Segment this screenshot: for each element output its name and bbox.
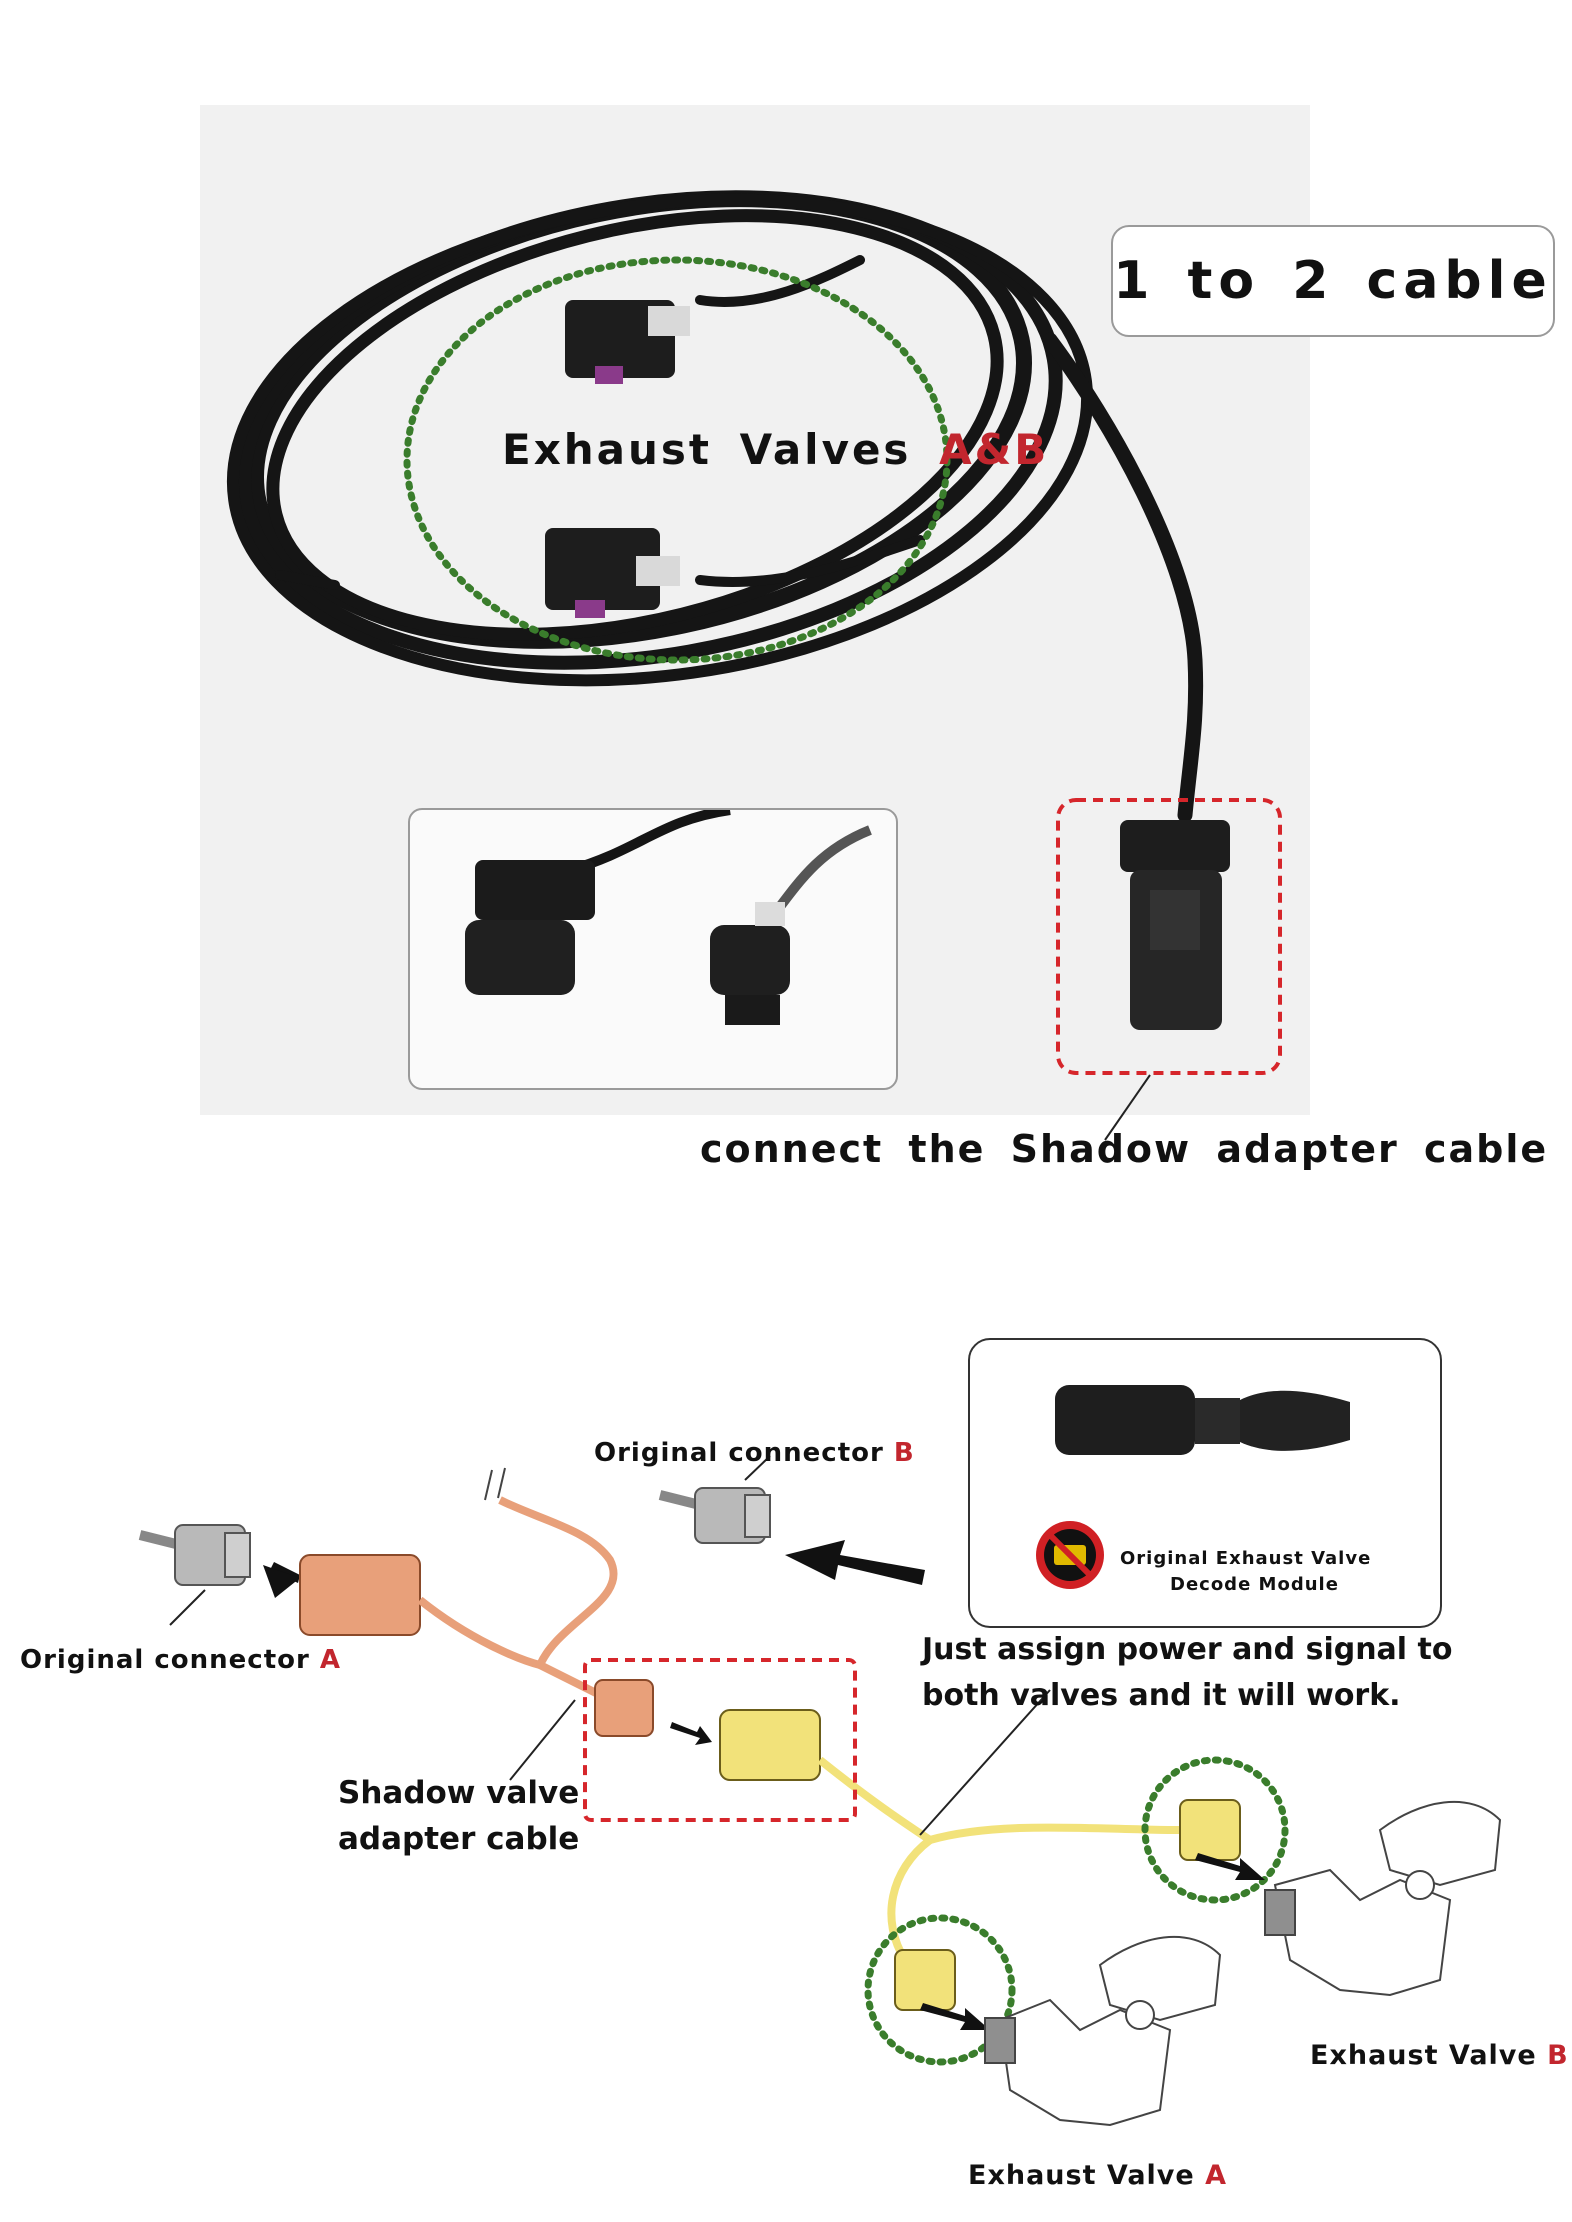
shadow-connector-photo bbox=[1120, 820, 1230, 1030]
exhaust-valve-b-label: Exhaust Valve B bbox=[1310, 2040, 1569, 2071]
original-connector-a-label: Original connector A bbox=[20, 1645, 341, 1675]
assign-power-line1: Just assign power and signal to bbox=[922, 1632, 1453, 1667]
upper-connector-photo bbox=[565, 300, 690, 384]
arrow-to-connector-b bbox=[785, 1540, 925, 1585]
cable-title-box: 1 to 2 cable bbox=[1111, 225, 1555, 337]
shadow-adapter-label: Shadow valve adapter cable bbox=[338, 1770, 579, 1862]
assign-power-note: Just assign power and signal to both val… bbox=[922, 1627, 1452, 1719]
yellow-one-to-two-cable bbox=[719, 1689, 1241, 2011]
original-connector-b-text: Original connector bbox=[594, 1438, 884, 1468]
exhaust-valves-label: Exhaust Valves A&B bbox=[502, 425, 1049, 474]
original-connector-a-accent: A bbox=[319, 1645, 342, 1675]
decode-module-line1: Original Exhaust Valve bbox=[1120, 1548, 1372, 1569]
exhaust-valve-a-label: Exhaust Valve A bbox=[968, 2160, 1227, 2191]
shadow-adapter-line2: adapter cable bbox=[338, 1821, 580, 1857]
decode-module-line2: Decode Module bbox=[1170, 1574, 1339, 1595]
cable-title: 1 to 2 cable bbox=[1113, 251, 1553, 311]
decode-module-illustration bbox=[1036, 1385, 1350, 1589]
exhaust-valve-b-accent: B bbox=[1547, 2040, 1569, 2071]
original-connector-b-label: Original connector B bbox=[594, 1438, 915, 1468]
arrow-to-adapter-a bbox=[263, 1565, 300, 1598]
decode-module-box: Original Exhaust Valve Decode Module bbox=[968, 1338, 1442, 1628]
exhaust-valve-b-illustration bbox=[1264, 1800, 1502, 1997]
original-connector-a-illustration bbox=[138, 1524, 300, 1626]
connector-inset-box bbox=[408, 808, 898, 1090]
connector-inset-illustration bbox=[465, 810, 872, 1025]
lower-connector-photo bbox=[545, 528, 680, 618]
exhaust-valves-label-text: Exhaust Valves bbox=[502, 425, 912, 474]
original-connector-a-text: Original connector bbox=[20, 1645, 310, 1675]
exhaust-valve-b-text: Exhaust Valve bbox=[1310, 2040, 1537, 2071]
shadow-adapter-line1: Shadow valve bbox=[338, 1775, 580, 1811]
exhaust-valve-a-text: Exhaust Valve bbox=[968, 2160, 1195, 2191]
shadow-adapter-harness bbox=[299, 1467, 654, 1781]
exhaust-valves-label-accent: A&B bbox=[939, 425, 1050, 474]
exhaust-valve-a-accent: A bbox=[1205, 2160, 1228, 2191]
original-connector-b-illustration bbox=[658, 1455, 925, 1585]
assign-power-line2: both valves and it will work. bbox=[922, 1678, 1401, 1713]
exhaust-valve-a-illustration bbox=[984, 1935, 1222, 2127]
connect-shadow-label: connect the Shadow adapter cable bbox=[700, 1127, 1549, 1171]
original-connector-b-accent: B bbox=[893, 1438, 915, 1468]
